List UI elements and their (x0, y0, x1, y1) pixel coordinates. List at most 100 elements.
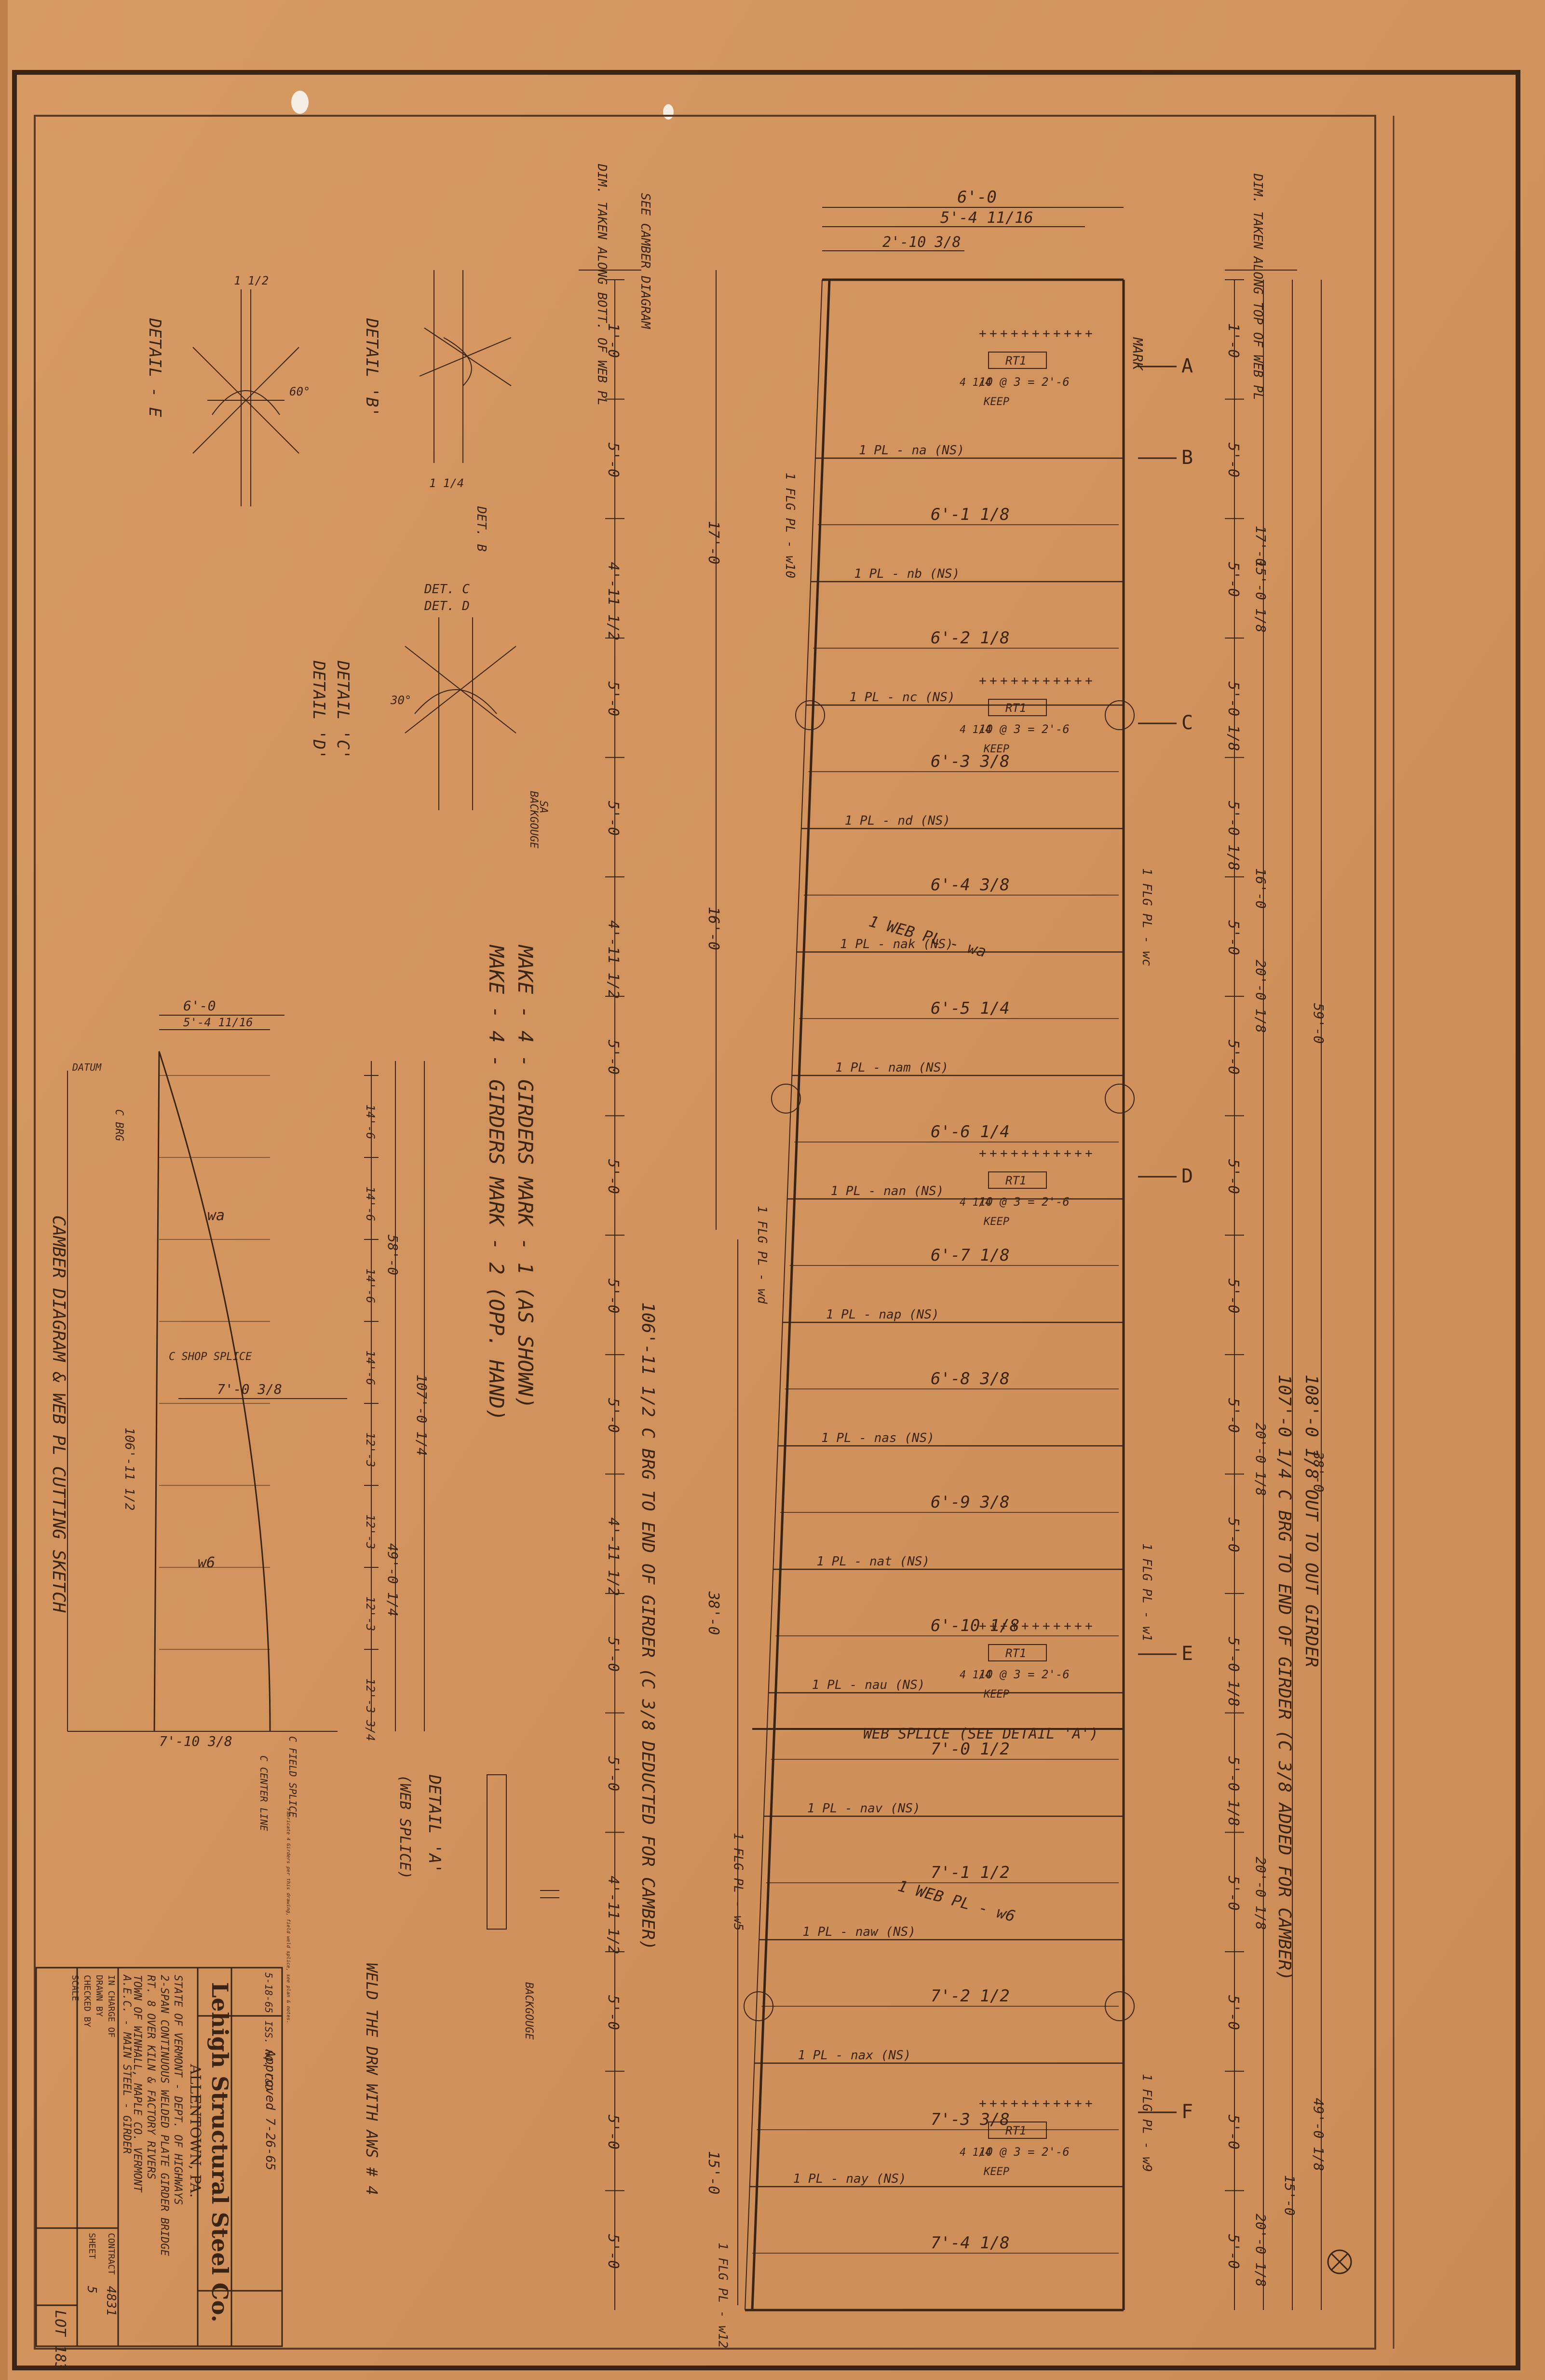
right-segment-label: 1'-0 (1225, 323, 1242, 358)
camber-total: 49'-0 1/4 (385, 1543, 401, 1617)
connection-tag: RT1 (1005, 1174, 1026, 1187)
connection-tag-box (988, 2122, 1047, 2139)
section-mark-letter: C (1181, 712, 1193, 734)
stiffener-label: 1 PL - nas (NS) (821, 1431, 935, 1445)
camber-web-label: w6 (198, 1554, 215, 1571)
camber-segment-label: 12'-3 (364, 1514, 377, 1549)
section-mark-letter: D (1181, 1165, 1193, 1187)
width-label: 6'-10 1/8 (931, 1616, 1019, 1635)
bolt-mark: + (1043, 326, 1050, 341)
stiffener-label: 1 PL - nay (NS) (793, 2172, 907, 2186)
bolt-mark: + (1021, 1619, 1029, 1633)
bolt-mark: + (979, 2096, 987, 2111)
camber-total: 107'-0 1/4 (414, 1374, 430, 1456)
bolt-mark: + (1064, 674, 1071, 688)
punch-hole (663, 104, 674, 120)
camber-top-edge (158, 1051, 271, 1732)
bolt-mark: + (1021, 674, 1029, 688)
width-label: 6'-4 3/8 (931, 875, 1010, 895)
connection-tag: RT1 (1005, 1646, 1026, 1660)
bolt-mark: + (1064, 1619, 1071, 1633)
right-segment-label: 5'-0 (1225, 920, 1242, 955)
bolt-spacing-label: 10 @ 3 = 2'-6 (979, 1195, 1070, 1209)
width-label: 7'-0 1/2 (931, 1740, 1010, 1759)
detail-b-line (419, 337, 512, 377)
bolt-mark: + (979, 674, 987, 688)
right-segment-label: 5'-0 (1225, 1517, 1242, 1552)
left-segment-label: 5'-0 (605, 2115, 622, 2149)
width-label: 6'-1 1/8 (931, 505, 1010, 524)
flange-label: 1 FLG PL - w10 (783, 473, 797, 578)
section-mark-letter: E (1181, 1643, 1193, 1665)
bolt-mark: + (1000, 326, 1008, 341)
revision-date: 5-18-65 (263, 1972, 274, 2013)
stiffener-label: 1 PL - nb (NS) (854, 567, 960, 581)
flange-label: 1 FLG PL - w12 (715, 2243, 730, 2348)
bolt-mark: + (1043, 2096, 1050, 2111)
width-label: 7'-3 3/8 (931, 2110, 1010, 2129)
splice-circle (1105, 1084, 1135, 1114)
edge-distance-label: 4 1/4 (960, 1669, 991, 1681)
bolt-mark: + (989, 1619, 997, 1633)
bolt-mark: + (1032, 1146, 1040, 1161)
top-dim-label: 5'-4 11/16 (940, 208, 1033, 227)
left-total-label: 16'-0 (705, 907, 722, 950)
dim-label: 1 1/2 (234, 274, 269, 287)
girder-mark-note: MAKE - 4 - GIRDERS MARK - 2 (OPP. HAND) (485, 944, 508, 1421)
bolt-mark: + (1000, 1146, 1008, 1161)
stiffener-label: 1 PL - naw (NS) (802, 1925, 916, 1939)
splice-circle (1105, 700, 1135, 730)
right-segment-label: 5'-0 1/8 (1225, 801, 1242, 871)
right-total-label: 20'-0 1/8 (1253, 1857, 1269, 1930)
bolt-mark: + (1085, 1619, 1093, 1633)
left-segment-label: 5'-0 (605, 1398, 622, 1433)
bolt-mark: + (1032, 1619, 1040, 1633)
angle-label: 30° (390, 694, 411, 707)
bolt-mark: + (1000, 674, 1008, 688)
width-label: 7'-2 1/2 (931, 1986, 1010, 2006)
camber-total: 58'-0 (385, 1235, 401, 1275)
bolt-mark: + (1064, 326, 1071, 341)
detail-label: DET. D (424, 599, 470, 613)
stiffener-group (749, 457, 1124, 2188)
bolt-mark: + (1053, 326, 1061, 341)
revision-code: ISS. NO. C&D (263, 2021, 274, 2091)
left-segment-label: 5'-0 (605, 2234, 622, 2269)
right-segment-label: 5'-0 1/8 (1225, 1756, 1242, 1826)
bolt-mark: + (1053, 2096, 1061, 2111)
stiffener-label: 1 PL - nau (NS) (812, 1678, 925, 1692)
detail-e-title: DETAIL - E (145, 318, 164, 417)
dim-axis-note: DIM. TAKEN ALONG TOP OF WEB PL (1250, 173, 1265, 400)
width-label: 6'-9 3/8 (931, 1493, 1010, 1512)
left-total-label: 17'-0 (705, 521, 722, 564)
weld-details (192, 270, 559, 1930)
project-line: STATE OF VERMONT - DEPT. OF HIGHWAYS (172, 1975, 184, 2205)
camber-mid-width: 7'-0 3/8 (217, 1381, 282, 1397)
bolt-mark: + (1011, 2096, 1018, 2111)
bolt-mark: + (1032, 674, 1040, 688)
section-mark-letter: B (1181, 447, 1193, 469)
left-segment-label: 1'-0 (605, 323, 622, 358)
lot-number: LOT 183 (52, 2310, 68, 2371)
left-segment-label: 5'-0 (605, 1995, 622, 2030)
bolt-mark: + (1043, 1146, 1050, 1161)
connection-tag: RT1 (1005, 354, 1026, 367)
section-mark-letter: A (1181, 355, 1193, 377)
backgouge-label: BACKGOUGE (523, 1982, 535, 2040)
width-label: 6'-7 1/8 (931, 1246, 1010, 1265)
camber-tick-group: 14'-614'-614'-614'-612'-312'-312'-312'-3… (159, 1075, 379, 1741)
edge-distance-label: 4 1/4 (960, 377, 991, 389)
overall-length-note: 107'-0 1/4 C BRG TO END OF GIRDER (C 3/8… (1274, 1374, 1294, 1981)
detail-b-title: DETAIL 'B' (362, 318, 381, 417)
bolt-spacing-label: 10 @ 3 = 2'-6 (979, 375, 1070, 389)
bolt-mark: + (1000, 2096, 1008, 2111)
detail-b-arc (443, 337, 472, 386)
camber-web-label: wa (207, 1207, 225, 1224)
right-total-label: 59'-0 (1311, 1003, 1327, 1044)
title-label: SHEET (87, 2233, 97, 2259)
detail-c-title: DETAIL 'C' (333, 660, 352, 760)
right-total-label: 20'-0 1/8 (1253, 2214, 1269, 2287)
camber-segment-label: 14'-6 (364, 1268, 377, 1303)
